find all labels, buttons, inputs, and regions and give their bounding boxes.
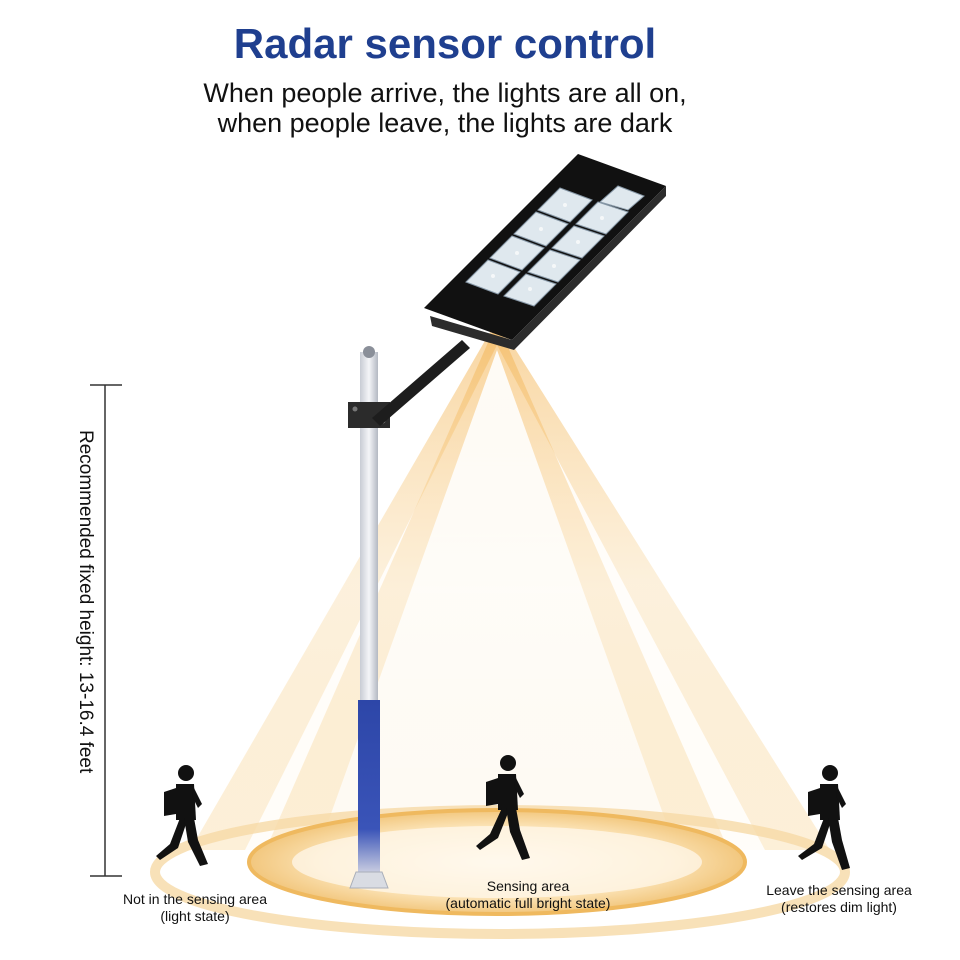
state-caption-line-2: (restores dim light) (781, 899, 897, 915)
state-caption-line-1: Leave the sensing area (766, 882, 912, 898)
diagram-subtitle: When people arrive, the lights are all o… (0, 78, 890, 138)
inner-cone-core (318, 350, 676, 850)
walking-person-left (156, 765, 208, 866)
walking-person-center (476, 755, 530, 860)
walking-person-right (798, 765, 850, 870)
state-caption-line-2: (automatic full bright state) (445, 895, 611, 911)
state-caption-line-1: Not in the sensing area (123, 891, 267, 907)
state-caption-leave: Leave the sensing area (restores dim lig… (744, 882, 934, 916)
recommended-height-label: Recommended fixed height: 13-16.4 feet (75, 430, 96, 774)
state-caption-line-1: Sensing area (486, 878, 570, 894)
street-lamp-icon (348, 154, 666, 889)
height-dimension-icon (90, 384, 122, 877)
state-caption-sensing: Sensing area (automatic full bright stat… (418, 878, 638, 912)
state-caption-not-sensing: Not in the sensing area (light state) (100, 891, 290, 925)
state-caption-line-2: (light state) (160, 908, 230, 924)
solar-lamp-head (424, 154, 666, 350)
subtitle-line-2: when people leave, the lights are dark (217, 108, 673, 138)
sensing-area-highlight (292, 826, 702, 898)
diagram-title: Radar sensor control (233, 20, 657, 67)
subtitle-line-1: When people arrive, the lights are all o… (203, 78, 687, 108)
